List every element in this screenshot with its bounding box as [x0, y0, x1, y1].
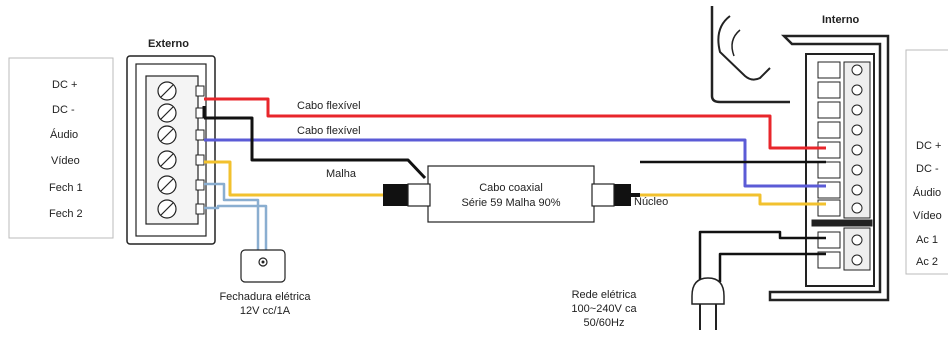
mains-label-line-2: 100~240V ca — [571, 303, 637, 315]
external-terminal-block — [126, 55, 216, 245]
internal-terminal-1: DC + — [916, 140, 941, 152]
cable-label-flex-2: Cabo flexível — [297, 125, 361, 137]
lock-label-line-2: 12V cc/1A — [240, 305, 291, 317]
internal-terminal-block — [811, 61, 873, 271]
internal-terminal-2: DC - — [916, 163, 939, 175]
lock-label-line-1: Fechadura elétrica — [219, 291, 311, 303]
external-title: Externo — [148, 38, 189, 50]
coax-label-line-1: Cabo coaxial — [479, 182, 543, 194]
internal-label-panel — [905, 49, 948, 275]
wire-lock-2 — [204, 204, 268, 252]
wire-mains-1 — [698, 230, 826, 282]
cable-label-core: Núcleo — [634, 196, 668, 208]
internal-terminal-4: Vídeo — [913, 210, 942, 222]
wire-yellow-core — [640, 193, 826, 206]
wire-lock-1 — [204, 182, 260, 252]
coax-cable-box — [383, 165, 631, 223]
internal-terminal-3: Áudio — [913, 186, 941, 199]
wire-mains-2 — [718, 252, 826, 282]
mains-label-line-1: Rede elétrica — [572, 289, 638, 301]
mains-label-line-3: 50/60Hz — [584, 317, 625, 329]
wire-black-shield — [204, 116, 427, 180]
power-plug-icon — [691, 277, 725, 330]
external-terminal-2: DC - — [52, 104, 75, 116]
cable-label-flex-1: Cabo flexível — [297, 100, 361, 112]
wire-yellow — [204, 160, 385, 197]
external-terminal-3: Áudio — [50, 128, 78, 141]
wire-red — [204, 97, 826, 150]
internal-title: Interno — [822, 14, 860, 26]
external-terminal-4: Vídeo — [51, 155, 80, 167]
internal-terminal-5: Ac 1 — [916, 234, 938, 246]
external-label-panel — [8, 57, 114, 239]
electric-lock — [240, 249, 286, 283]
external-terminal-1: DC + — [52, 79, 77, 91]
external-terminal-6: Fech 2 — [49, 208, 83, 220]
external-terminal-5: Fech 1 — [49, 182, 83, 194]
coax-label-line-2: Série 59 Malha 90% — [461, 197, 560, 209]
internal-terminal-6: Ac 2 — [916, 256, 938, 268]
cable-label-shield: Malha — [326, 168, 357, 180]
